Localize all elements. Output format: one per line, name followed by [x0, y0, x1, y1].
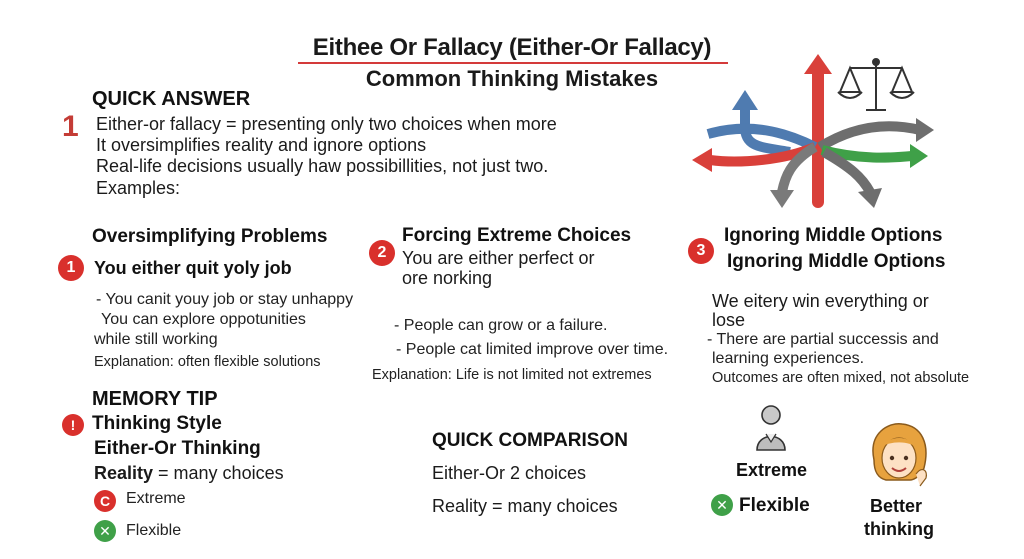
title-underline	[298, 62, 728, 64]
example-3-explanation: Outcomes are often mixed, not absolute	[712, 370, 970, 386]
extreme-item-label: Extreme	[126, 490, 186, 507]
better-label: Better	[870, 496, 923, 516]
memory-tip-heading: MEMORY TIP	[92, 388, 218, 410]
example-1-point: You can explore oppotunities	[101, 311, 306, 328]
comparison-row: Either-Or 2 choices	[432, 463, 587, 483]
example-2-explanation: Explanation: Life is not limited not ext…	[372, 367, 652, 383]
quick-answer-marker: 1	[62, 110, 79, 143]
quick-answer-line: Real-life decisions usually haw possibil…	[96, 156, 549, 176]
example-3-statement: lose	[712, 310, 746, 330]
crossroads-arrows-illustration	[692, 54, 934, 208]
example-2-statement: ore norking	[402, 268, 493, 288]
flexible-label: Flexible	[739, 495, 810, 516]
page-title: Eithee Or Fallacy (Either-Or Fallacy)	[312, 34, 712, 61]
quick-answer-heading: QUICK ANSWER	[92, 88, 251, 110]
page-subtitle: Common Thinking Mistakes	[365, 66, 659, 91]
quick-answer-line: It oversimplifies reality and ignore opt…	[96, 135, 427, 155]
example-2-point: - People can grow or a failure.	[394, 317, 608, 334]
quick-answer-line: Examples:	[96, 178, 181, 198]
c-circle-icon: C	[94, 490, 116, 512]
thinking-label: thinking	[864, 519, 934, 539]
scales-icon	[837, 58, 915, 111]
number-badge-3: 3	[688, 238, 714, 264]
number-badge-2: 2	[369, 240, 395, 266]
comparison-row: Reality = many choices	[432, 496, 618, 516]
x-circle-icon: ✕	[711, 494, 733, 516]
thinking-person-avatar	[872, 423, 927, 487]
extreme-label: Extreme	[736, 460, 808, 480]
example-1-point: - You canit youy job or stay unhappy	[96, 291, 354, 308]
example-1-point: while still working	[94, 331, 218, 348]
x-circle-icon: ✕	[94, 520, 116, 542]
example-3-point: learning experiences.	[712, 350, 865, 367]
example-2-point: - People cat limited improve over time.	[396, 341, 669, 358]
reality-line: Reality = many choices	[94, 463, 284, 483]
quick-answer-line: Either-or fallacy = presenting only two …	[96, 114, 557, 134]
example-1-explanation: Explanation: often flexible solutions	[94, 354, 321, 370]
flexible-item-label: Flexible	[126, 522, 182, 539]
example-1-heading: Oversimplifying Problems	[92, 226, 328, 247]
example-3-statement: We eitery win everything or	[712, 291, 929, 311]
example-2-statement: You are either perfect or	[402, 248, 595, 268]
example-2-heading: Forcing Extreme Choices	[402, 225, 632, 246]
thinking-style-label: Thinking Style	[92, 413, 222, 434]
example-3-heading: Ignoring Middle Options	[724, 225, 943, 246]
number-badge-1: 1	[58, 255, 84, 281]
quick-comparison-heading: QUICK COMPARISON	[432, 430, 628, 451]
person-icon	[756, 405, 786, 451]
example-3-point: - There are partial successis and	[707, 331, 939, 348]
alert-icon: !	[62, 414, 84, 436]
either-or-thinking-label: Either-Or Thinking	[94, 438, 261, 459]
example-3-subheading: Ignoring Middle Options	[727, 251, 946, 272]
example-1-statement: You either quit yoly job	[94, 258, 292, 278]
